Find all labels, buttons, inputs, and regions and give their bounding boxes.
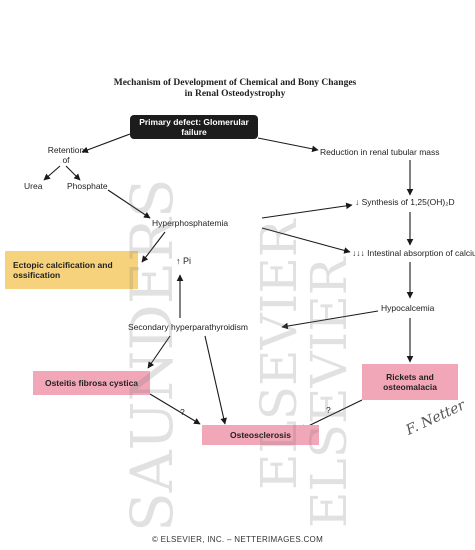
arrow-secondary-to-osteosclerosis: [204, 335, 227, 425]
question-mark-left: ?: [180, 407, 185, 417]
arrow-hypocalcemia-to-secondary: [281, 310, 379, 330]
diagram-title: Mechanism of Development of Chemical and…: [80, 78, 390, 100]
rickets-osteomalacia-label: Rickets and osteomalacia: [383, 371, 437, 392]
rickets-osteomalacia-box: Rickets and osteomalacia: [362, 364, 458, 400]
reduction-node: Reduction in renal tubular mass: [320, 147, 440, 157]
intestinal-node: ↓↓↓ Intestinal absorption of calcium: [352, 248, 475, 258]
question-mark-right: ?: [326, 405, 331, 415]
copyright-footer: © ELSEVIER, INC. – NETTERIMAGES.COM: [151, 535, 324, 544]
arrow-defect-to-retention: [81, 133, 131, 154]
retention-node: Retention of: [47, 145, 85, 165]
secondary-hyperparathyroidism-node: Secondary hyperparathyroidism: [128, 322, 249, 332]
arrow-phosphate-to-hyperphosphatemia: [107, 189, 151, 219]
pi-node: ↑ Pi: [176, 256, 192, 266]
title-line-2: in Renal Osteodystrophy: [184, 88, 286, 99]
primary-defect-label: Primary defect: Glomerular failure: [139, 116, 249, 137]
hyperphosphatemia-node: Hyperphosphatemia: [152, 218, 229, 228]
arrow-retention-to-urea: [43, 165, 61, 181]
osteosclerosis-label: Osteosclerosis: [230, 429, 291, 440]
arrow-hyperphosphatemia-to-ectopic: [141, 231, 166, 263]
arrow-osteitis-to-osteosclerosis: [149, 393, 201, 425]
ectopic-calcification-box: Ectopic calcification and ossification: [5, 251, 138, 289]
phosphate-node: Phosphate: [67, 181, 108, 191]
primary-defect-box: Primary defect: Glomerular failure: [130, 115, 258, 139]
synthesis-node: ↓ Synthesis of 1,25(OH)₂D: [355, 197, 455, 207]
osteitis-fibrosa-label: Osteitis fibrosa cystica: [44, 377, 139, 388]
osteitis-fibrosa-box: Osteitis fibrosa cystica: [33, 371, 150, 395]
arrow-hyperphosphatemia-to-synthesis: [261, 202, 353, 219]
ectopic-calcification-label: Ectopic calcification and ossification: [13, 259, 113, 280]
title-line-1: Mechanism of Development of Chemical and…: [113, 78, 357, 88]
arrow-retention-to-phosphate: [65, 165, 81, 181]
arrow-secondary-to-osteitis: [147, 335, 171, 369]
arrow-defect-to-reduction: [257, 137, 319, 153]
arrow-hyperphosphatemia-to-intestinal: [261, 227, 351, 254]
urea-node: Urea: [24, 181, 43, 191]
osteosclerosis-box: Osteosclerosis: [202, 425, 319, 445]
hypocalcemia-node: Hypocalcemia: [381, 303, 435, 313]
